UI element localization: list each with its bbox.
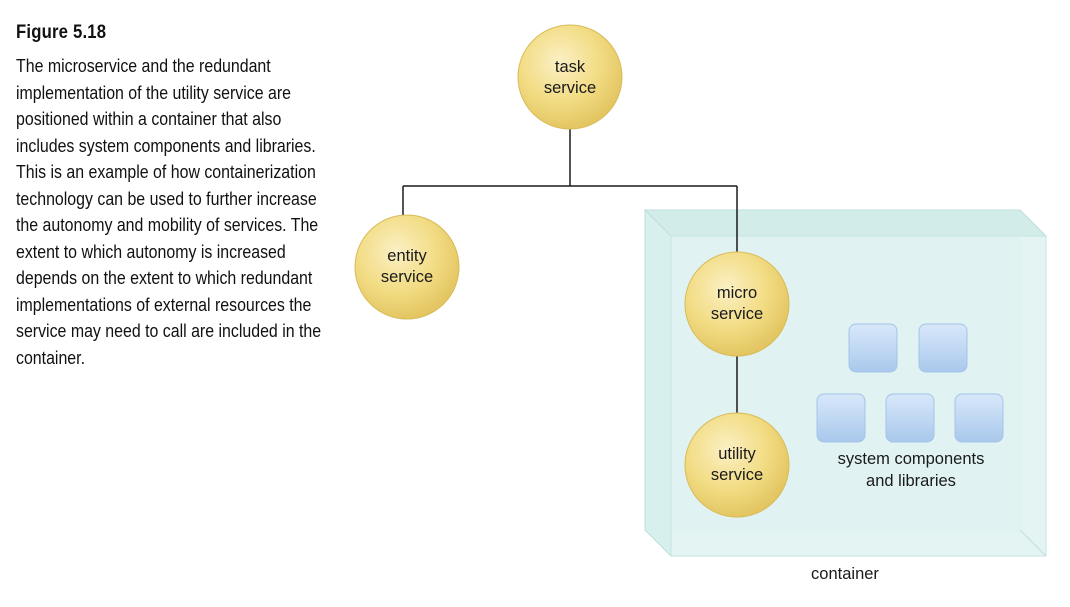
utility-service-label-line1: utility: [718, 445, 756, 463]
component-block: [918, 323, 968, 373]
micro-service-node: micro service: [684, 251, 790, 357]
system-components: [816, 323, 1004, 443]
component-block: [848, 323, 898, 373]
utility-service-label-line2: service: [711, 466, 763, 484]
container-top-face: [643, 209, 1048, 237]
utility-service-circle: [684, 412, 790, 518]
component-block: [816, 393, 866, 443]
utility-service-node: utility service: [684, 412, 790, 518]
container-edge: [1019, 529, 1047, 557]
figure-description: The microservice and the redundant imple…: [16, 55, 322, 368]
task-service-circle: [517, 24, 623, 130]
micro-service-circle: [684, 251, 790, 357]
entity-service-node: entity service: [354, 214, 460, 320]
micro-service-label-line1: micro: [717, 284, 757, 302]
task-service-node: task service: [517, 24, 623, 130]
container-left-face: [644, 208, 672, 558]
component-block: [885, 393, 935, 443]
entity-service-label-line2: service: [381, 268, 433, 286]
entity-service-circle: [354, 214, 460, 320]
task-service-label-line2: service: [544, 79, 596, 97]
figure-caption: Figure 5.18 The microservice and the red…: [16, 22, 346, 371]
components-label-line2: and libraries: [866, 472, 956, 490]
entity-service-label-line1: entity: [387, 247, 427, 265]
container-label: container: [811, 565, 879, 583]
figure-title: Figure 5.18: [16, 22, 107, 43]
task-service-label-line1: task: [555, 58, 586, 76]
components-label-line1: system components: [838, 450, 985, 468]
micro-service-label-line2: service: [711, 305, 763, 323]
connectors: [402, 128, 738, 414]
component-block: [954, 393, 1004, 443]
